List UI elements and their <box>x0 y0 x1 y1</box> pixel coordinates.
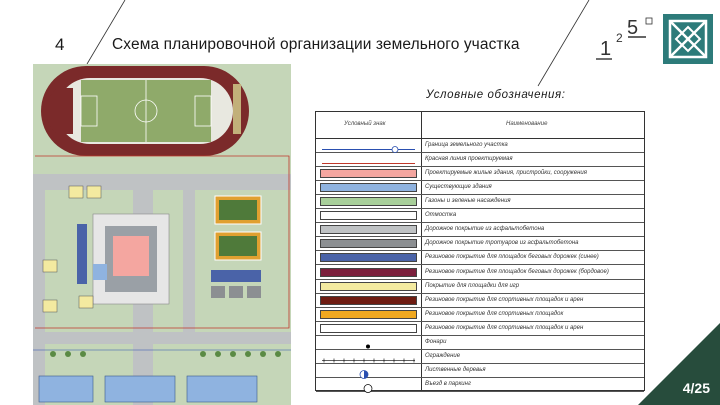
legend-col-name: Наименование <box>506 121 548 127</box>
corner-decoration <box>638 323 720 405</box>
slide-number: 4 <box>55 35 65 54</box>
legend-row: Ограждение <box>316 350 644 364</box>
legend-label: Красная линия проектируемая <box>425 156 513 163</box>
legend-label: Въезд в паркинг <box>425 380 471 387</box>
legend-label: Дорожное покрытие из асфальтобетона <box>425 226 545 233</box>
legend-label: Граница земельного участка <box>425 142 508 149</box>
emblem-logo-icon <box>663 14 713 64</box>
legend-label: Проектируемые жилые здания, пристройки, … <box>425 170 587 177</box>
legend-label: Резиновое покрытие для спортивных площад… <box>425 324 584 331</box>
legend-symbol-entry <box>320 380 417 393</box>
legend-symbol-line-with-circle <box>320 141 417 153</box>
legend-symbol-fill <box>320 197 417 207</box>
legend-col-symbol: Условный знак <box>344 121 386 127</box>
legend-symbol-fill <box>320 267 417 277</box>
legend-row: Покрытие для площадки для игр <box>316 280 644 294</box>
legend-label: Существующие здания <box>425 184 492 191</box>
legend-symbol-fill <box>320 239 417 249</box>
legend-row: Дорожное покрытие тротуаров из асфальтоб… <box>316 237 644 252</box>
legend-row: Дорожное покрытие из асфальтобетона <box>316 223 644 238</box>
legend-row: Резиновое покрытие для спортивных площад… <box>316 294 644 308</box>
legend-row: Въезд в паркинг <box>316 378 644 393</box>
legend-row: Красная линия проектируемая <box>316 153 644 168</box>
legend-symbol-fill <box>320 169 417 179</box>
legend-row: Резиновое покрытие для спортивных площад… <box>316 308 644 322</box>
legend-row: Лиственные деревья <box>316 364 644 379</box>
legend-label: Резиновое покрытие для спортивных площад… <box>425 296 584 303</box>
legend-symbol-fill <box>320 225 417 235</box>
page-counter: 4/25 <box>682 380 710 396</box>
legend-title: Условные обозначения: <box>426 89 566 101</box>
legend-row: Проектируемые жилые здания, пристройки, … <box>316 167 644 182</box>
legend-symbol-line <box>320 155 417 165</box>
logo-125-icon: 1 2 5 <box>596 17 653 60</box>
legend-row: Существующие здания <box>316 181 644 196</box>
legend-symbol-fill <box>320 323 417 333</box>
legend-symbol-fill <box>320 183 417 193</box>
legend-label: Ограждение <box>425 352 461 359</box>
legend-symbol-dot <box>320 338 417 349</box>
legend-row: Резиновое покрытие для спортивных площад… <box>316 322 644 336</box>
legend-label: Отмостка <box>425 212 457 219</box>
legend-symbol-fill <box>320 253 417 263</box>
site-plan-map <box>33 64 291 405</box>
legend-label: Резиновое покрытие для площадок беговых … <box>425 254 599 261</box>
legend-symbol-fill <box>320 309 417 319</box>
page-title: Схема планировочной организации земельно… <box>112 36 520 53</box>
legend-header: Условный знак Наименование <box>316 112 644 139</box>
legend-label: Фонари <box>425 338 447 345</box>
legend-label: Дорожное покрытие тротуаров из асфальтоб… <box>425 240 579 247</box>
legend-row: Резиновое покрытие для площадок беговых … <box>316 251 644 266</box>
legend-table: Условный знак Наименование Граница земел… <box>315 111 645 393</box>
legend-row: Граница земельного участка <box>316 139 644 154</box>
legend-label: Лиственные деревья <box>425 366 486 373</box>
legend-row: Газоны и зеленые насаждения <box>316 195 644 210</box>
legend-label: Покрытие для площадки для игр <box>425 282 520 289</box>
legend-label: Резиновое покрытие для площадок беговых … <box>425 268 609 275</box>
legend-row: Фонари <box>316 336 644 350</box>
legend-symbol-fence <box>320 352 417 363</box>
legend-row: Отмостка <box>316 209 644 224</box>
legend-label: Газоны и зеленые насаждения <box>425 198 511 205</box>
legend-symbol-fill <box>320 211 417 221</box>
svg-text:1: 1 <box>600 38 611 60</box>
svg-text:2: 2 <box>616 31 623 45</box>
legend-symbol-tree <box>320 366 417 379</box>
legend-row: Резиновое покрытие для площадок беговых … <box>316 266 644 280</box>
legend-symbol-fill <box>320 281 417 291</box>
legend-symbol-fill <box>320 295 417 305</box>
svg-text:5: 5 <box>627 17 638 39</box>
legend-label: Резиновое покрытие для спортивных площад… <box>425 310 564 317</box>
